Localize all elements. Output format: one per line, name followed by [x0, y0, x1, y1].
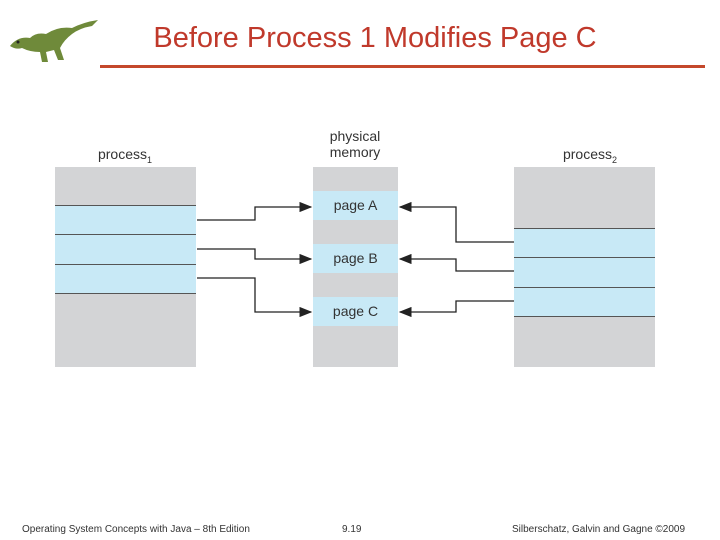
process2-label: process2: [562, 146, 618, 165]
process1-page-b: [55, 234, 196, 263]
process2-memory: [514, 167, 655, 367]
frame-page-a: page A: [313, 191, 398, 220]
frame-page-c: page C: [313, 297, 398, 326]
process1-page-a: [55, 205, 196, 234]
physical-memory-label: physical memory: [329, 128, 381, 160]
frame-page-b: page B: [313, 244, 398, 273]
footer-page-number: 9.19: [342, 524, 362, 535]
slide-title: Before Process 1 Modifies Page C: [153, 22, 597, 54]
process2-page-b: [514, 257, 655, 286]
process2-page-a: [514, 228, 655, 257]
p1-arrow-c: [197, 277, 313, 318]
p2-arrow-a: [398, 201, 514, 243]
page-c-label: page C: [332, 303, 379, 319]
page-a-label: page A: [333, 197, 378, 213]
title-underline: [100, 65, 705, 68]
process1-page-c: [55, 263, 196, 293]
page-b-label: page B: [333, 250, 378, 266]
footer-left: Operating System Concepts with Java – 8t…: [22, 524, 250, 535]
p2-arrow-b: [398, 253, 514, 272]
p2-arrow-c: [398, 300, 514, 318]
p1-arrow-b: [197, 248, 313, 265]
p1-arrow-a: [197, 201, 313, 221]
process1-label: process1: [97, 146, 153, 165]
physical-memory: page A page B page C: [313, 167, 398, 367]
process2-page-c: [514, 286, 655, 316]
footer-right: Silberschatz, Galvin and Gagne ©2009: [512, 524, 686, 535]
dinosaur-logo-icon: [10, 20, 98, 62]
process1-memory: [55, 167, 196, 367]
